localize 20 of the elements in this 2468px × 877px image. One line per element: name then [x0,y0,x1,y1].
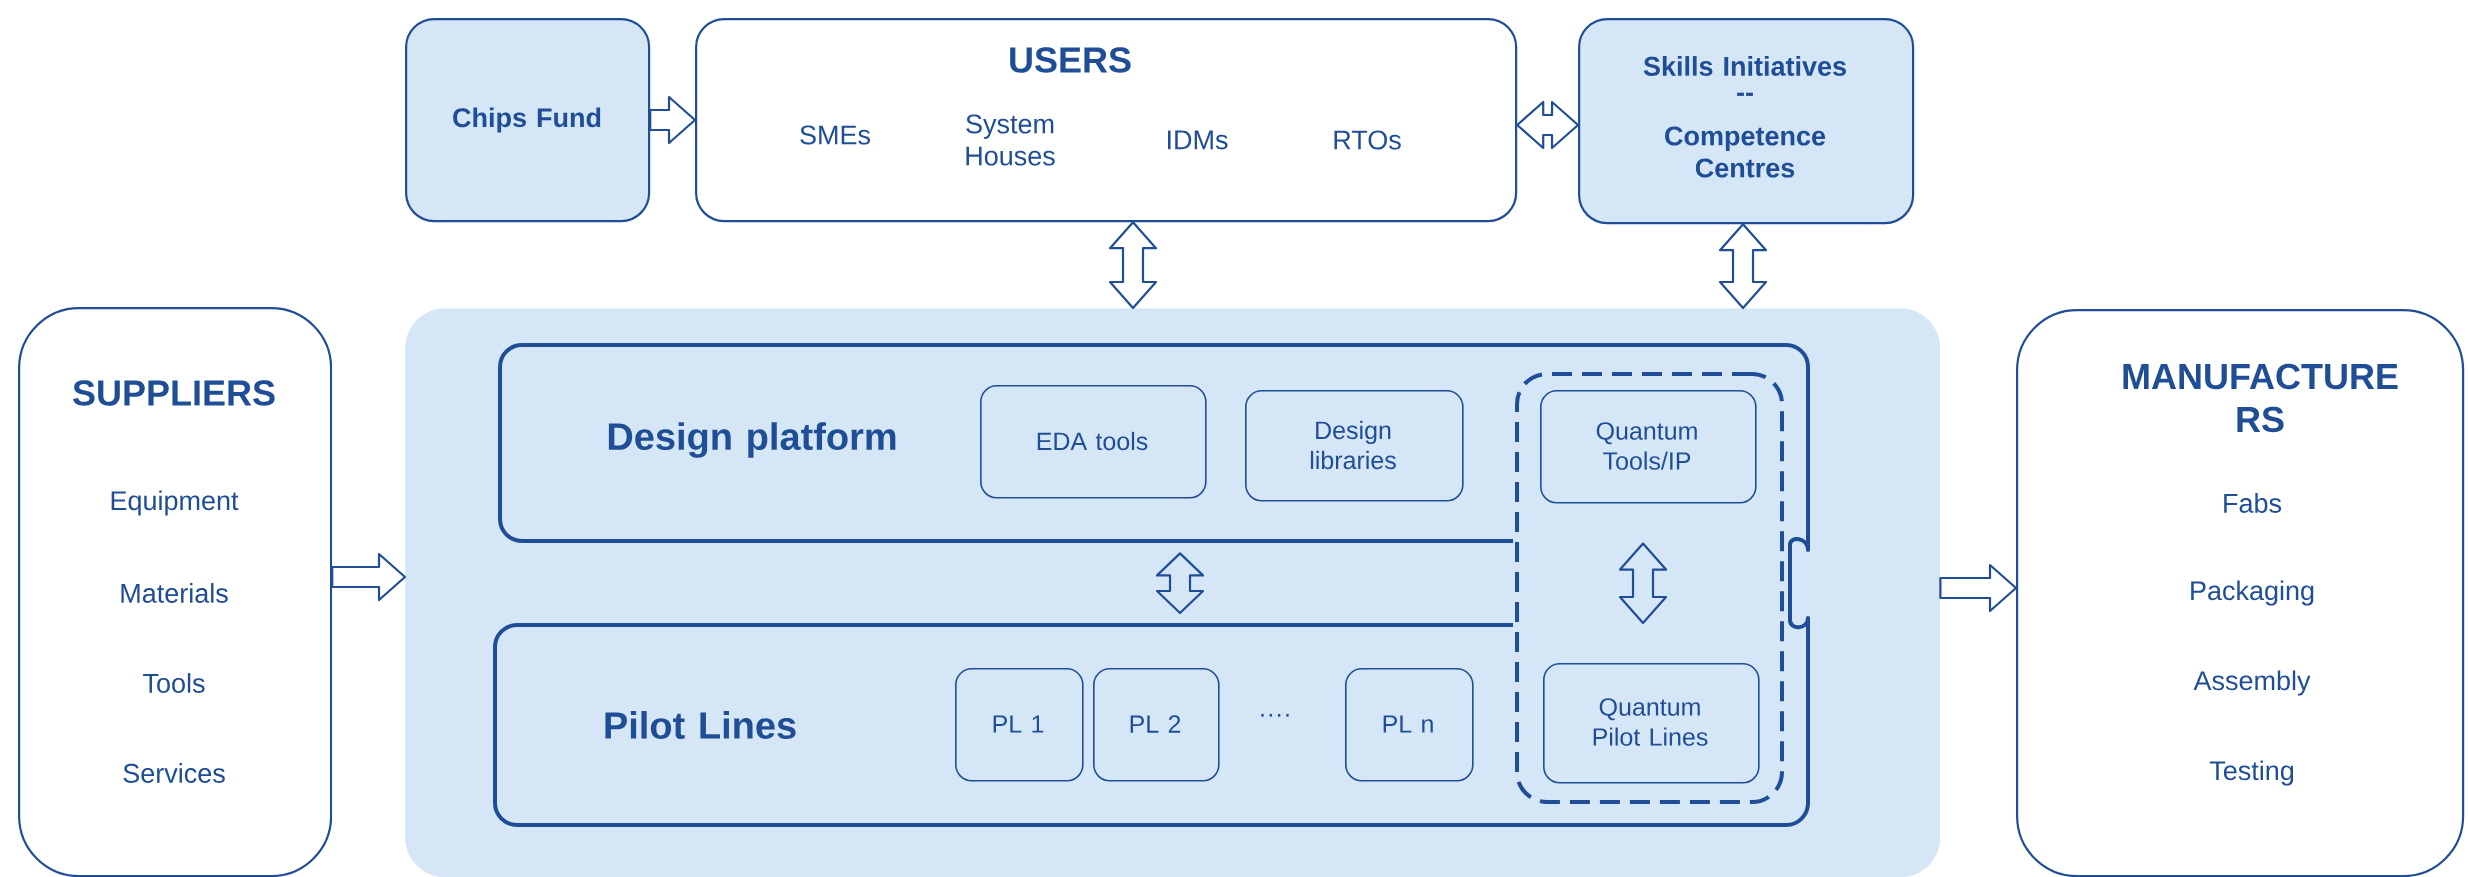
block-arrow [1718,223,1768,310]
block-arrow [331,552,407,602]
library-box: Design libraries [1245,390,1464,502]
quantum-pilot-box: Quantum Pilot Lines [1543,663,1760,784]
platform-panel [405,308,1941,877]
quantum-tools-box: Quantum Tools/IP [1540,390,1757,504]
funding-box: Chips Fund [405,18,651,223]
manufacturers-box: MANUFACTURE RS Fabs Packaging Assembly Testing [2016,309,2465,877]
block-arrow [1939,563,2018,613]
block-arrow [1618,542,1668,625]
dashed-group-outline [1515,372,1784,804]
block-arrow [649,95,697,145]
users-box: USERS SMEs System Houses IDMs RTOs [695,18,1518,223]
block-arrow [1108,221,1158,310]
block-arrow [1155,552,1205,615]
ellipsis-dots: ···· [1261,713,1289,717]
skills-box: Skills Initiatives -- Competence Centres [1578,18,1915,225]
tool-box: EDA tools [980,385,1207,499]
block-arrow [1516,100,1580,150]
suppliers-box: SUPPLIERS Equipment Materials Tools Services [18,307,333,877]
